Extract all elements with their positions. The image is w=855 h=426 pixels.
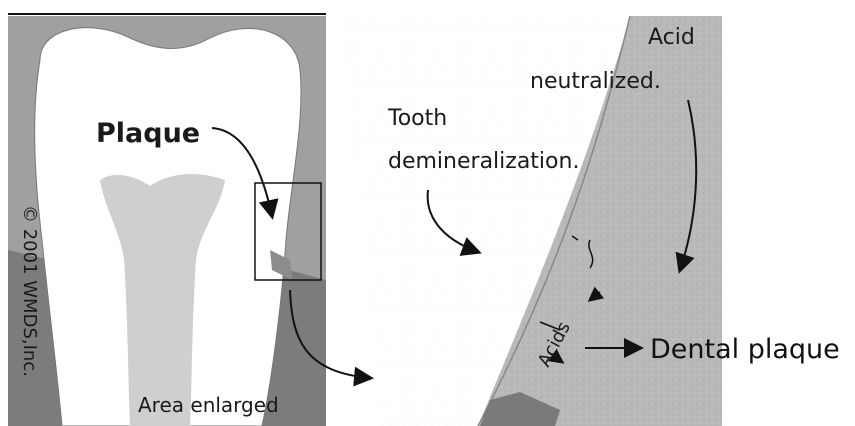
acid-label: Acid — [648, 25, 695, 50]
area-enlarged-label: Area enlarged — [138, 393, 279, 417]
copyright-text: © 2001 WMDS,Inc. — [19, 205, 40, 377]
demineralization-label: demineralization. — [388, 149, 579, 174]
tooth-label: Tooth — [387, 106, 447, 131]
dental-plaque-label: Dental plaque — [650, 334, 840, 365]
plaque-label: Plaque — [96, 118, 200, 149]
neutralized-label: neutralized. — [530, 69, 661, 94]
tooth-panel: Plaque © 2001 WMDS,Inc. Area enlarged — [8, 14, 370, 426]
enlarged-panel: Tooth demineralization. Acid neutralized… — [340, 16, 840, 426]
